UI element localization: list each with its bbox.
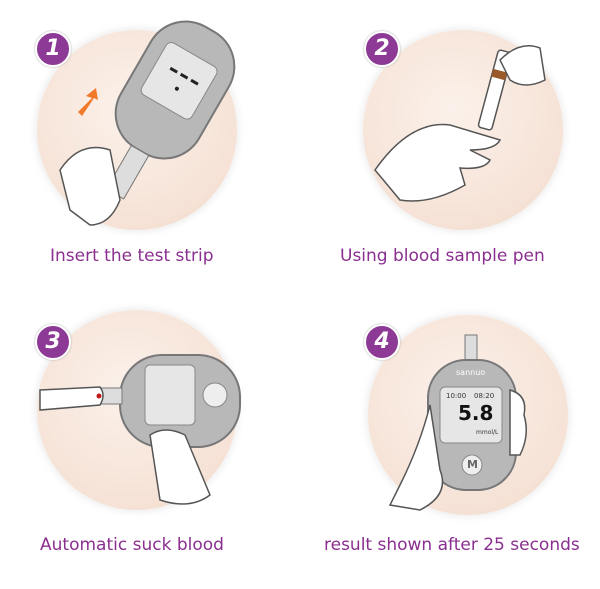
blood-drop-icon: [96, 393, 102, 399]
lancet-pen-icon: [477, 49, 513, 131]
step-4-illustration: [388, 334, 527, 511]
hand-icon: [388, 404, 444, 511]
step-2-illustration: [374, 45, 546, 202]
step-1-panel: 1 Insert the test strip: [0, 0, 300, 294]
m-button: [461, 454, 483, 476]
hand-icon: [149, 429, 211, 505]
m-button: [202, 382, 228, 408]
step-3-illustration: [39, 354, 241, 505]
step-2-caption: Using blood sample pen: [340, 246, 545, 266]
step-3-badge: 3: [35, 324, 71, 360]
step-4-panel: sannuo 10:00 08:20 5.8 mmol/L M 4 result…: [300, 295, 600, 589]
meter-time: 10:00: [446, 392, 467, 400]
meter-unit: mmol/L: [476, 429, 499, 436]
step-3-panel: 3 Automatic suck blood: [0, 295, 300, 589]
meter-date: 08:20: [474, 392, 495, 400]
meter-reading: 5.8: [458, 401, 494, 425]
step-1-badge: 1: [35, 31, 71, 67]
finger-icon: [39, 386, 104, 411]
meter-screen: [439, 386, 503, 444]
meter-screen: [144, 364, 196, 426]
step-1-caption: Insert the test strip: [50, 246, 214, 266]
step-2-panel: 2 Using blood sample pen: [300, 0, 600, 294]
step-4-badge: 4: [364, 324, 400, 360]
hand-icon: [374, 123, 502, 202]
hand-icon: [59, 146, 121, 226]
meter-brand: sannuo: [456, 368, 486, 377]
step-1-illustration: [59, 20, 236, 226]
meter-screen: [140, 42, 218, 120]
meter-m-label: M: [467, 458, 478, 471]
step-4-caption: result shown after 25 seconds: [324, 535, 580, 555]
step-3-caption: Automatic suck blood: [40, 535, 224, 555]
step-2-badge: 2: [364, 31, 400, 67]
insert-arrow-icon: [78, 88, 98, 116]
